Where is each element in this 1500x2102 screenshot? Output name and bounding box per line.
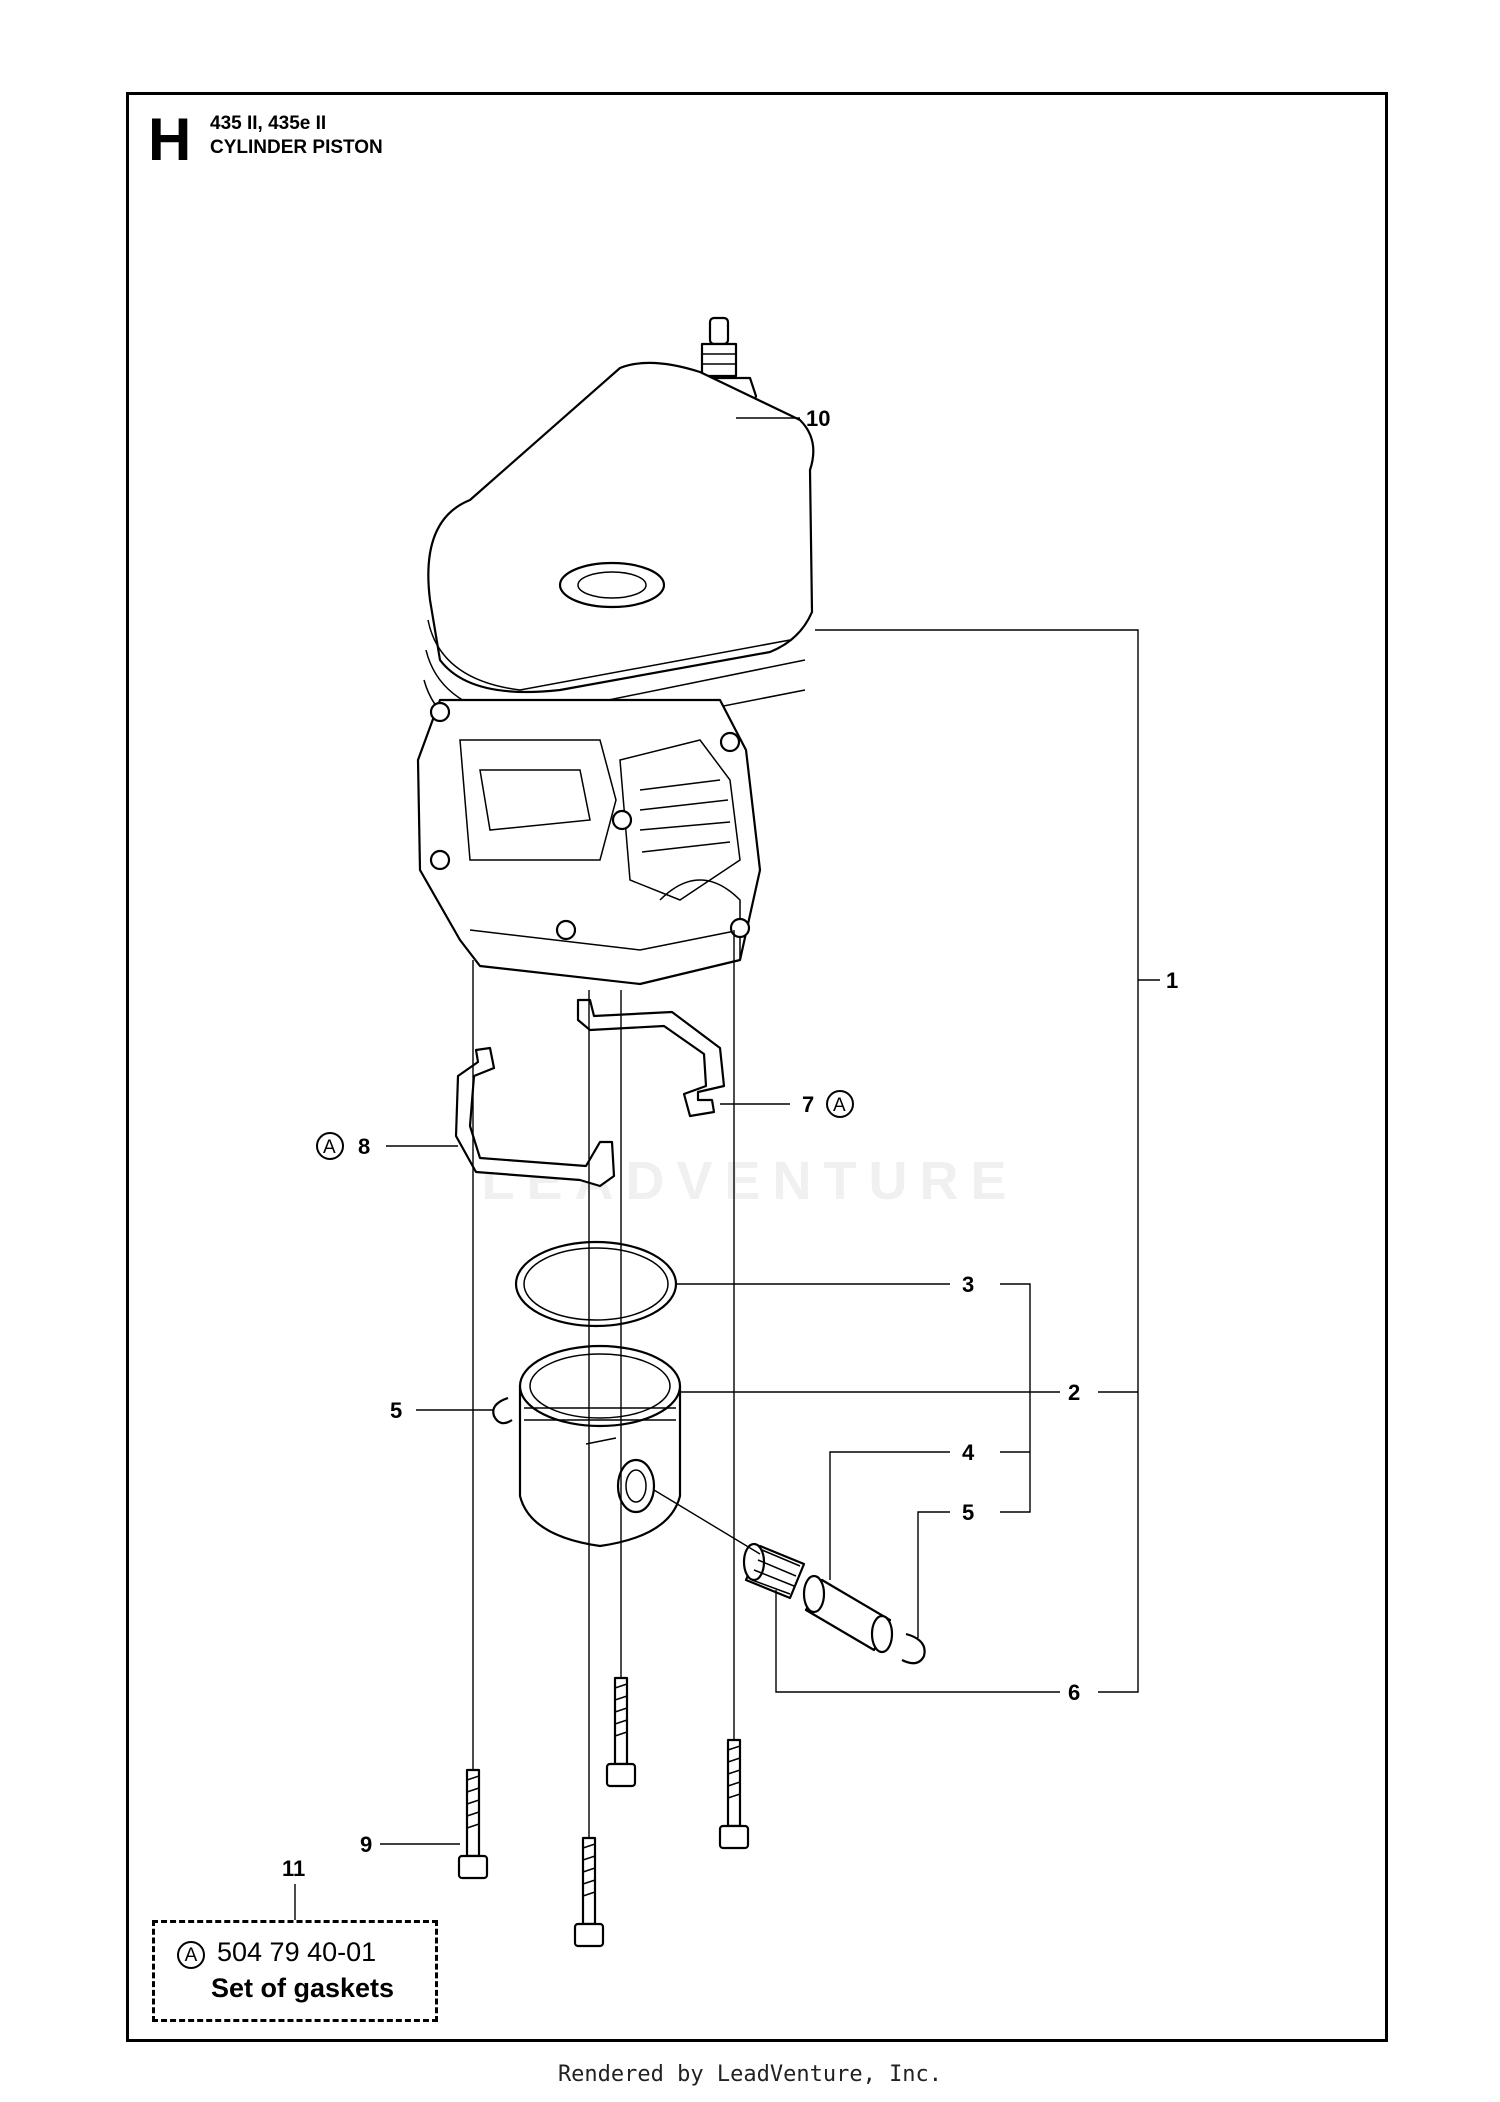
callout-8: 8	[358, 1134, 370, 1159]
gasket-set-description: Set of gaskets	[211, 1973, 395, 2003]
callout-10: 10	[806, 406, 830, 431]
circlip-5-left-part[interactable]	[492, 1396, 513, 1425]
circlip-5-right-part[interactable]	[901, 1632, 926, 1665]
piston-part[interactable]	[518, 1344, 682, 1548]
page-title: CYLINDER PISTON	[210, 137, 383, 158]
callout-3: 3	[962, 1272, 974, 1297]
screw-center-high-part[interactable]	[605, 1676, 637, 1788]
circle-a-7-marker	[826, 1090, 854, 1118]
diagram-frame	[126, 92, 1388, 2042]
circle-a-8-marker	[316, 1132, 344, 1160]
watermark: LEADVENTURE	[481, 1151, 1019, 1211]
model-line: 435 II, 435e II	[210, 113, 327, 134]
callout-9: 9	[360, 1832, 372, 1857]
needle-bearing-part[interactable]	[742, 1542, 806, 1600]
screw-center-low-part[interactable]	[573, 1836, 605, 1948]
callout-4: 4	[962, 1440, 975, 1465]
piston-pin-part[interactable]	[802, 1574, 894, 1654]
section-letter: H	[148, 106, 192, 173]
circle-a-7-letter: A	[833, 1095, 846, 1116]
piston-ring-part[interactable]	[514, 1240, 678, 1328]
cylinder-part[interactable]	[416, 361, 815, 986]
callout-5-right: 5	[962, 1500, 974, 1525]
callout-6: 6	[1068, 1680, 1080, 1705]
screw-right-part[interactable]	[718, 1738, 750, 1850]
circle-a-8-letter: A	[323, 1137, 336, 1158]
gasket-set-box[interactable]: A 504 79 40-01 Set of gaskets	[152, 1920, 438, 2022]
footer-credit: Rendered by LeadVenture, Inc.	[557, 2062, 943, 2087]
gasket-8-part[interactable]	[454, 1046, 616, 1188]
callout-5-left: 5	[390, 1398, 402, 1423]
callout-2: 2	[1068, 1380, 1080, 1405]
gasket-7-part[interactable]	[576, 998, 726, 1118]
callout-7: 7	[802, 1092, 814, 1117]
gasket-set-code: 504 79 40-01	[217, 1937, 377, 1967]
callout-1: 1	[1166, 968, 1178, 993]
screw-left-part[interactable]	[457, 1768, 489, 1880]
gasket-set-marker: A	[177, 1941, 205, 1969]
callout-11: 11	[282, 1856, 305, 1881]
